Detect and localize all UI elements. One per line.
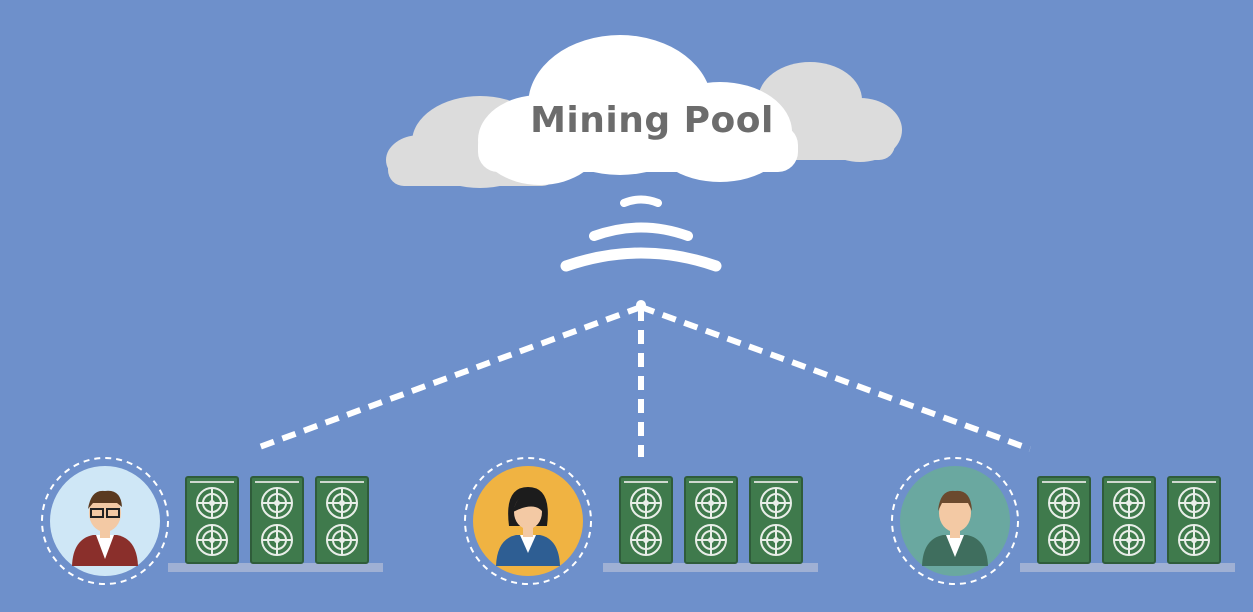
mining-rig-icon: [1167, 476, 1221, 564]
mining-rig-icon: [250, 476, 304, 564]
man-glasses-red-suit-icon: [41, 457, 169, 585]
mining-rig-icon: [315, 476, 369, 564]
rig-shelf: [603, 563, 818, 572]
mining-rig-icon: [749, 476, 803, 564]
connector-left: [252, 304, 643, 452]
connector-right: [639, 304, 1032, 452]
woman-blue-suit-icon: [464, 457, 592, 585]
man-green-suit-icon: [891, 457, 1019, 585]
mining-rig-icon: [684, 476, 738, 564]
rig-shelf: [168, 563, 383, 572]
diagram-title: Mining Pool: [530, 100, 774, 141]
miner-group: [41, 457, 383, 585]
rig-shelf: [1020, 563, 1235, 572]
connector-hub: [636, 300, 646, 310]
miner-group: [464, 457, 818, 585]
miner-group: [891, 457, 1235, 585]
wifi-signal-icon: [560, 195, 722, 272]
mining-rig-icon: [1102, 476, 1156, 564]
network-connectors: [252, 304, 1032, 457]
cloud-icon: [386, 35, 902, 188]
mining-rig-icon: [185, 476, 239, 564]
mining-rig-icon: [619, 476, 673, 564]
mining-rig-icon: [1037, 476, 1091, 564]
